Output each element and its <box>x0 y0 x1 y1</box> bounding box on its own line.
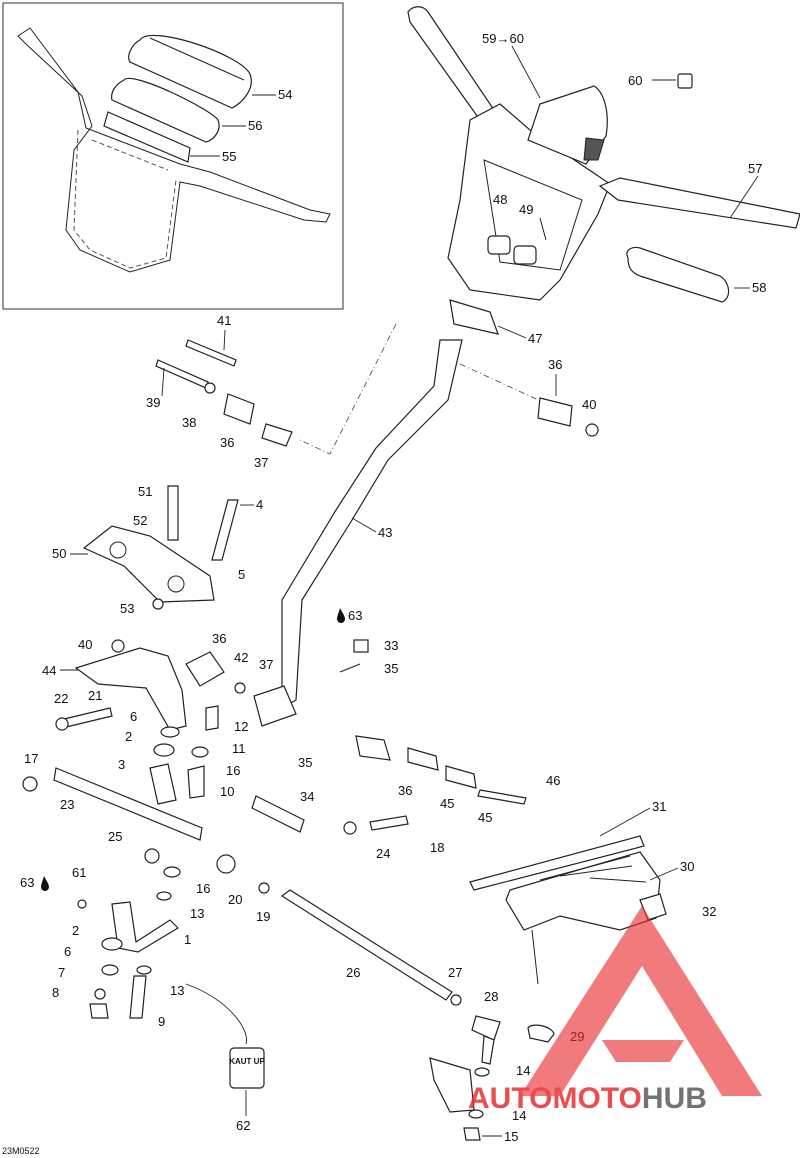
callout-3: 3 <box>118 757 125 772</box>
callout-52: 52 <box>133 513 147 528</box>
diagram-code: 23M0522 <box>2 1146 40 1156</box>
callout-9: 9 <box>158 1014 165 1029</box>
watermark-part1: AUTOMOTO <box>468 1082 642 1115</box>
callout-23: 23 <box>60 797 74 812</box>
callout-19: 19 <box>256 909 270 924</box>
callout-12: 12 <box>234 719 248 734</box>
callout-35-lower: 35 <box>298 755 312 770</box>
callout-24: 24 <box>376 846 390 861</box>
callout-26: 26 <box>346 965 360 980</box>
callout-57: 57 <box>748 161 762 176</box>
kaut-up-label: KAUT UP <box>229 1057 265 1066</box>
callout-42: 42 <box>234 650 248 665</box>
callout-8: 8 <box>52 985 59 1000</box>
handlebar-assembly <box>407 6 800 335</box>
callout-17: 17 <box>24 751 38 766</box>
callout-34: 34 <box>300 789 314 804</box>
callout-60: 60 <box>628 73 642 88</box>
lower-column-parts <box>22 639 527 1019</box>
callout-6-upper: 6 <box>130 709 137 724</box>
callout-44: 44 <box>42 663 56 678</box>
callout-6-lower: 6 <box>64 944 71 959</box>
callout-13-upper: 13 <box>190 906 204 921</box>
callout-45-a: 45 <box>440 796 454 811</box>
bracket-44 <box>74 639 225 731</box>
callout-11: 11 <box>232 741 246 756</box>
callout-2-upper: 2 <box>125 729 132 744</box>
callout-37-lower: 37 <box>259 657 273 672</box>
callout-45-b: 45 <box>478 810 492 825</box>
callout-63-lower: 63 <box>20 875 34 890</box>
callout-4: 4 <box>256 497 263 512</box>
callout-59-60: 59→60 <box>482 31 524 46</box>
callout-7: 7 <box>58 965 65 980</box>
upper-hardware <box>155 339 599 447</box>
callout-5: 5 <box>238 567 245 582</box>
callout-38: 38 <box>182 415 196 430</box>
callout-10: 10 <box>220 784 234 799</box>
grease-drop-icon <box>337 608 345 623</box>
callout-1: 1 <box>184 932 191 947</box>
callout-15: 15 <box>504 1129 518 1144</box>
callout-18: 18 <box>430 840 444 855</box>
watermark-logo-icon <box>520 906 762 1096</box>
callout-37-upper: 37 <box>254 455 268 470</box>
callout-30: 30 <box>680 859 694 874</box>
callout-47: 47 <box>528 331 542 346</box>
callout-36-right: 36 <box>548 357 562 372</box>
steering-column <box>281 323 561 710</box>
callout-16-upper: 16 <box>226 763 240 778</box>
callouts: 59→60 60 57 58 48 49 47 41 39 38 36 37 3… <box>20 31 766 1144</box>
callout-33: 33 <box>384 638 398 653</box>
callout-22: 22 <box>54 691 68 706</box>
inset-panel: 54 56 55 <box>2 2 344 310</box>
callout-16-lower: 16 <box>196 881 210 896</box>
tie-rod <box>216 854 555 1141</box>
callout-53: 53 <box>120 601 134 616</box>
callout-40-mid: 40 <box>78 637 92 652</box>
callout-46: 46 <box>546 773 560 788</box>
boot-assembly <box>469 835 667 985</box>
callout-13-lower: 13 <box>170 983 184 998</box>
callout-25: 25 <box>108 829 122 844</box>
callout-36-lower: 36 <box>398 783 412 798</box>
callout-51: 51 <box>138 484 152 499</box>
grease-drop-icon <box>41 876 49 891</box>
callout-39: 39 <box>146 395 160 410</box>
callout-14-a: 14 <box>516 1063 530 1078</box>
callout-35-upper: 35 <box>384 661 398 676</box>
callout-36-upper: 36 <box>220 435 234 450</box>
callout-36-mid: 36 <box>212 631 226 646</box>
callout-43: 43 <box>378 525 392 540</box>
callout-32: 32 <box>702 904 716 919</box>
callout-48: 48 <box>493 192 507 207</box>
callout-2-lower: 2 <box>72 923 79 938</box>
callout-41: 41 <box>217 313 231 328</box>
callout-21: 21 <box>88 688 102 703</box>
watermark-part2: HUB <box>642 1082 707 1115</box>
bracket-50 <box>82 485 239 610</box>
callout-63-upper: 63 <box>348 608 362 623</box>
callout-20: 20 <box>228 892 242 907</box>
callout-28: 28 <box>484 989 498 1004</box>
callout-62: 62 <box>236 1118 250 1133</box>
callout-58: 58 <box>752 280 766 295</box>
svg-text:AUTOMOTOHUB: AUTOMOTOHUB <box>468 1082 707 1115</box>
callout-40-upper: 40 <box>582 397 596 412</box>
watermark: AUTOMOTOHUB <box>468 906 762 1115</box>
callout-27: 27 <box>448 965 462 980</box>
callout-49: 49 <box>519 202 533 217</box>
callout-61: 61 <box>72 865 86 880</box>
callout-56: 56 <box>248 118 262 133</box>
callout-55: 55 <box>222 149 236 164</box>
callout-31: 31 <box>652 799 666 814</box>
callout-50: 50 <box>52 546 66 561</box>
callout-14-b: 14 <box>512 1108 526 1123</box>
kaut-up-tag: KAUT UP <box>185 983 265 1089</box>
callout-54: 54 <box>278 87 292 102</box>
